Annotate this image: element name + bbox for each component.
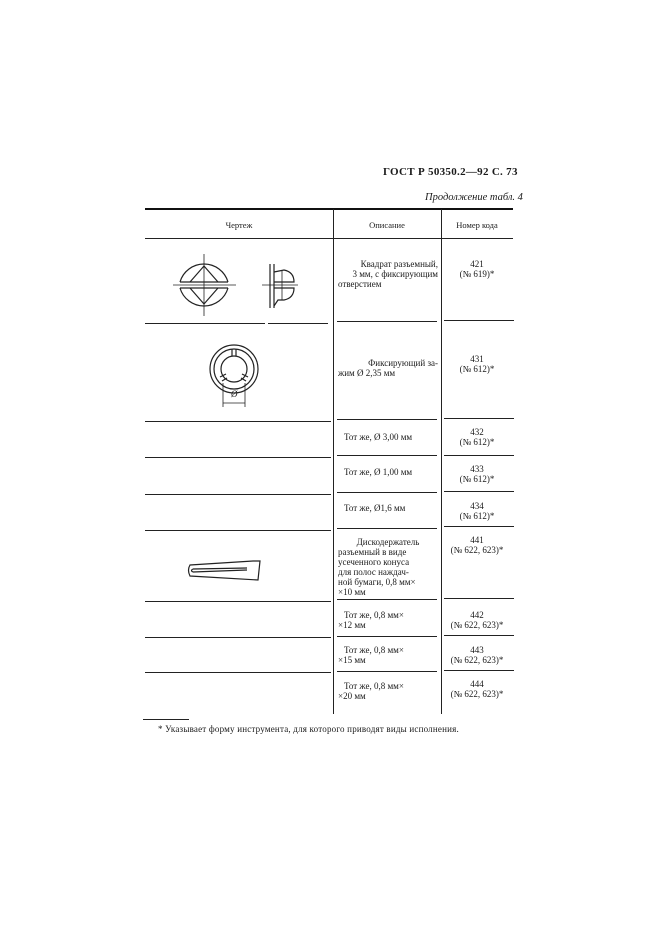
row-divider xyxy=(145,637,331,638)
row-divider xyxy=(145,530,331,531)
row-divider xyxy=(444,491,514,492)
footnote: * Указывает форму инструмента, для котор… xyxy=(158,724,459,734)
row-description: Тот же, 0,8 мм× ×20 мм xyxy=(338,681,404,701)
row-divider xyxy=(145,601,331,602)
row-divider xyxy=(444,526,514,527)
row-divider xyxy=(337,321,437,322)
square-split-drawing-icon xyxy=(173,254,298,316)
disc-holder-drawing-icon xyxy=(187,560,261,581)
row-description: Тот же, Ø 3,00 мм xyxy=(344,432,413,442)
row-description: Дискодержатель разъемный в виде усеченно… xyxy=(338,537,420,597)
row-divider xyxy=(337,528,437,529)
row-description: Фиксирующий за- жим Ø 2,35 мм xyxy=(338,358,438,378)
row-divider xyxy=(337,636,437,637)
row-divider xyxy=(145,457,331,458)
row-code: 432 (№ 612)* xyxy=(459,427,495,447)
row-code: 444 (№ 622, 623)* xyxy=(450,679,504,699)
row-description: 3 мм, с фиксирующим отверстием xyxy=(338,269,438,289)
row-description: Тот же, 0,8 мм× ×12 мм xyxy=(338,610,404,630)
row-description: Тот же, 0,8 мм× ×15 мм xyxy=(338,645,404,665)
page-header: ГОСТ Р 50350.2—92 С. 73 xyxy=(383,166,518,178)
row-code: 441 (№ 622, 623)* xyxy=(450,535,504,555)
row-divider xyxy=(337,419,437,420)
row-code: 443 (№ 622, 623)* xyxy=(450,645,504,665)
table-top-border xyxy=(145,208,513,210)
row-divider xyxy=(145,323,265,324)
row-divider xyxy=(337,492,437,493)
row-divider xyxy=(145,672,331,673)
row-divider xyxy=(444,598,514,599)
row-divider xyxy=(444,320,514,321)
row-divider xyxy=(444,670,514,671)
svg-text:Ø: Ø xyxy=(230,389,238,399)
row-divider xyxy=(444,635,514,636)
column-divider-1 xyxy=(333,209,334,714)
column-divider-2 xyxy=(441,209,442,714)
row-divider xyxy=(337,455,437,456)
row-divider xyxy=(145,421,331,422)
retaining-ring-drawing-icon: Ø xyxy=(209,344,259,407)
row-divider xyxy=(337,599,437,600)
row-code: 433 (№ 612)* xyxy=(459,464,495,484)
row-description: Тот же, Ø 1,00 мм xyxy=(344,467,413,477)
row-description: Тот же, Ø1,6 мм xyxy=(344,503,406,513)
row-divider xyxy=(444,418,514,419)
footnote-rule xyxy=(143,719,189,720)
row-code: 434 (№ 612)* xyxy=(459,501,495,521)
table-caption: Продолжение табл. 4 xyxy=(425,192,523,203)
header-bottom-border xyxy=(145,238,513,239)
row-divider xyxy=(444,455,514,456)
row-code: 442 (№ 622, 623)* xyxy=(450,610,504,630)
row-divider xyxy=(145,494,331,495)
row-code: 421 (№ 619)* xyxy=(459,259,495,279)
col-header-description: Описание xyxy=(369,220,405,230)
row-description: Квадрат разъемный, xyxy=(360,259,438,269)
col-header-drawing: Чертеж xyxy=(225,220,253,230)
row-divider xyxy=(268,323,328,324)
row-divider xyxy=(337,671,437,672)
row-code: 431 (№ 612)* xyxy=(459,354,495,374)
col-header-code: Номер кода xyxy=(456,220,498,230)
